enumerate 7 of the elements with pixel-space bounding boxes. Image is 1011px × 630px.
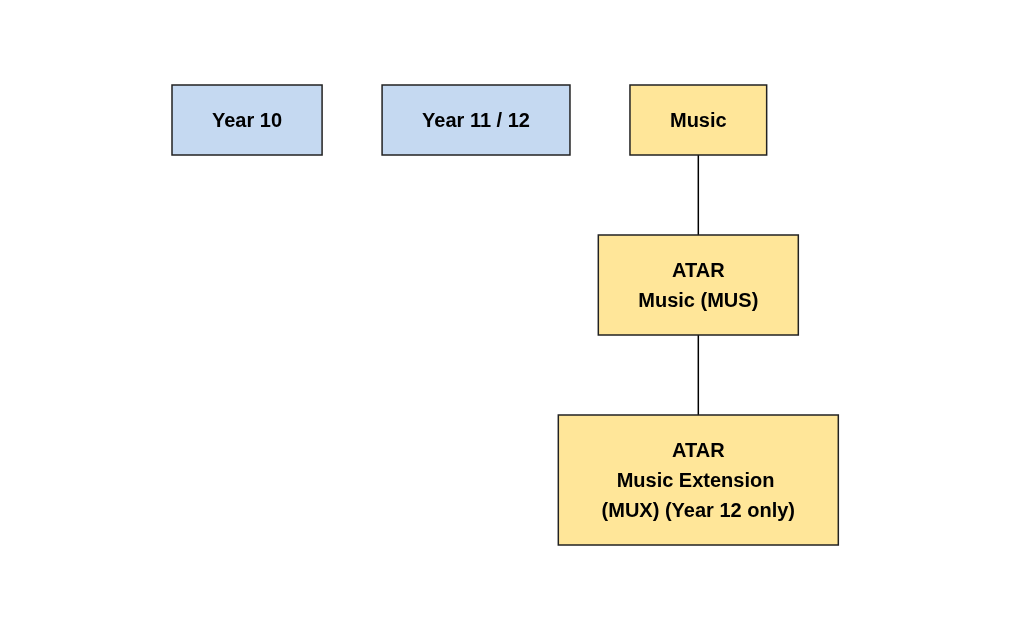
node-box: Year 10 [171,84,324,156]
node-box: ATAR Music Extension (MUX) (Year 12 only) [557,414,840,546]
node-box: Year 11 / 12 [381,84,572,156]
node-box: Music [629,84,768,156]
node-box: ATAR Music (MUS) [597,234,800,336]
connector [697,154,700,236]
connector [697,334,700,416]
